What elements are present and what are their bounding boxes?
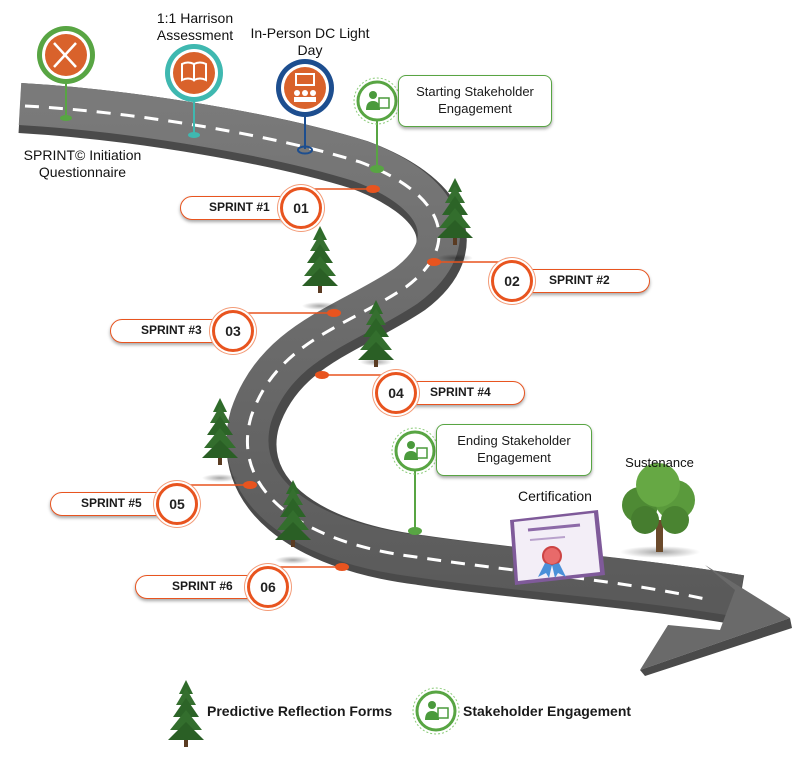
sprint2-marker (427, 258, 441, 266)
sprint-1-label: SPRINT #1 (209, 200, 270, 214)
starting-engagement-label: Starting Stakeholder Engagement (416, 84, 534, 116)
legend-pine-tree-icon (168, 680, 204, 747)
sprint-3-number: 03 (212, 310, 254, 352)
ending-engagement-box: Ending Stakeholder Engagement (436, 424, 592, 476)
sprint-4-number: 04 (375, 372, 417, 414)
sustenance-label: Sustenance (625, 455, 694, 470)
start-engagement-marker (370, 165, 384, 173)
presentation-icon (294, 73, 316, 102)
sprint4-marker (315, 371, 329, 379)
sprint3-marker (327, 309, 341, 317)
sprint-2-number: 02 (491, 260, 533, 302)
questionnaire-label: SPRINT© Initiation Questionnaire (23, 147, 142, 180)
sprint-6-box: SPRINT #6 (135, 575, 267, 599)
sprint-2-label: SPRINT #2 (549, 273, 610, 287)
sprint1-marker (366, 185, 380, 193)
certificate-icon (510, 510, 605, 585)
sprint-5-number: 05 (156, 483, 198, 525)
pine-tree-icon (275, 480, 311, 564)
sustenance-tree-icon (620, 463, 700, 558)
sprint6-marker (335, 563, 349, 571)
certification-label: Certification (518, 488, 592, 504)
legend-tree-label: Predictive Reflection Forms (207, 703, 393, 719)
pencil-ruler-icon (53, 42, 77, 68)
start-engagement-icon (352, 76, 402, 126)
ending-engagement-label: Ending Stakeholder Engagement (457, 433, 571, 465)
harrison-pin (165, 44, 223, 138)
road-center-dashes (24, 104, 711, 602)
legend-engagement-label: Stakeholder Engagement (463, 703, 632, 719)
legend-engagement-icon (411, 686, 461, 736)
starting-engagement-box: Starting Stakeholder Engagement (398, 75, 552, 127)
harrison-label: 1:1 Harrison Assessment (156, 10, 234, 43)
sprint5-marker (243, 481, 257, 489)
sprint-3-label: SPRINT #3 (141, 323, 202, 337)
end-engagement-icon (390, 426, 440, 476)
sprint-2-box: SPRINT #2 (510, 269, 650, 293)
end-engagement-marker (408, 527, 422, 535)
sprint-1-number: 01 (280, 187, 322, 229)
road-arrow-head (640, 565, 790, 670)
sprint-6-label: SPRINT #6 (172, 579, 233, 593)
pine-tree-icon (302, 226, 338, 310)
pine-tree-icon (202, 398, 238, 482)
dc-light-day-pin (276, 59, 334, 155)
book-icon (181, 61, 207, 82)
sprint-5-label: SPRINT #5 (81, 496, 142, 510)
pine-tree-icon (358, 300, 394, 367)
questionnaire-pin (37, 26, 95, 121)
dc-light-day-label: In-Person DC Light Day (250, 25, 370, 58)
pine-tree-icon (437, 178, 473, 262)
sprint-6-number: 06 (247, 566, 289, 608)
sprint-4-label: SPRINT #4 (430, 385, 491, 399)
